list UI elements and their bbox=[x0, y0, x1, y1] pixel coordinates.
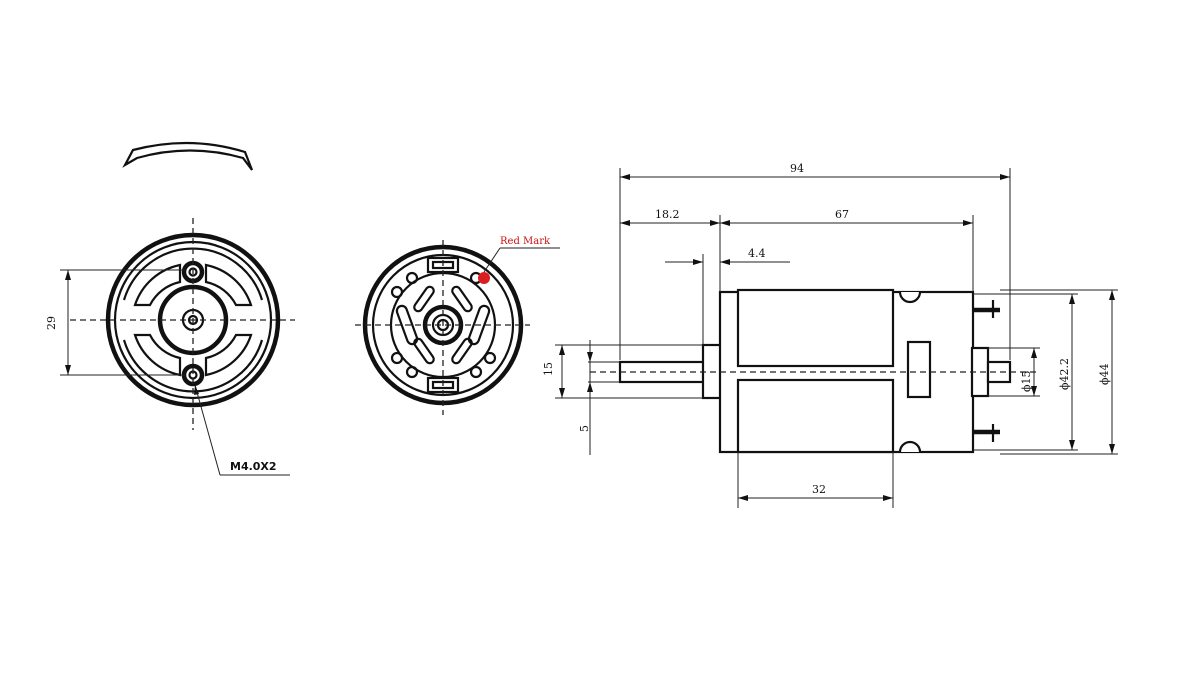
dim-67-arrow-l bbox=[720, 220, 730, 226]
side-flange-bottom bbox=[736, 378, 895, 454]
dim-phi42-arrow-t bbox=[1069, 294, 1075, 304]
screw-thread-label: M4.0X2 bbox=[230, 460, 277, 473]
dim-15-arrow-b bbox=[559, 388, 565, 398]
side-notch-top bbox=[898, 291, 922, 304]
dim-29-label: 29 bbox=[45, 316, 58, 330]
front-slot-ul bbox=[133, 263, 182, 307]
spring-clip bbox=[122, 141, 254, 171]
dim-4-label: 4.4 bbox=[748, 247, 766, 260]
front-slot-lr bbox=[204, 333, 253, 377]
dim-29-arrow-bottom bbox=[65, 365, 71, 375]
red-mark-leader bbox=[483, 247, 501, 273]
dim-67-label: 67 bbox=[835, 208, 849, 221]
front-slot-ur bbox=[204, 263, 253, 307]
side-view: 94 18.2 67 4.4 32 15 bbox=[542, 162, 1118, 508]
rear-vent-1 bbox=[390, 285, 404, 299]
red-mark-label: Red Mark bbox=[500, 236, 551, 247]
dim-15-label: 15 bbox=[542, 362, 555, 376]
dim-32-arrow-l bbox=[738, 495, 748, 501]
dim-5-label: 5 bbox=[578, 425, 591, 432]
dim-phi44-arrow-t bbox=[1109, 290, 1115, 300]
dim-94-label: 94 bbox=[790, 162, 804, 175]
front-view: 29 M4.0X2 bbox=[45, 141, 295, 476]
dim-67-arrow-r bbox=[963, 220, 973, 226]
dim-94-arrow-l bbox=[620, 174, 630, 180]
screw-leader bbox=[194, 384, 221, 476]
dim-32-arrow-r bbox=[883, 495, 893, 501]
rear-slot-lr bbox=[451, 337, 473, 365]
rear-slot-ul bbox=[413, 285, 435, 313]
rear-vent-6 bbox=[469, 365, 483, 379]
dim-18-arrow-r bbox=[710, 220, 720, 226]
dim-phi15-arrow-t bbox=[1031, 348, 1037, 358]
rear-vent-2 bbox=[405, 271, 419, 285]
red-mark-dot bbox=[478, 272, 490, 284]
rear-view: Red Mark bbox=[355, 236, 560, 415]
dim-18-arrow-l bbox=[620, 220, 630, 226]
dim-phi15-arrow-b bbox=[1031, 386, 1037, 396]
dim-29-arrow-top bbox=[65, 270, 71, 280]
dim-4-arrow-r bbox=[720, 259, 730, 265]
dim-phi15-label: ϕ15 bbox=[1020, 371, 1033, 393]
rear-vent-5 bbox=[405, 365, 419, 379]
dim-4-arrow-l bbox=[693, 259, 703, 265]
dim-phi42-label: ϕ42.2 bbox=[1058, 358, 1071, 390]
rear-slot-ll bbox=[413, 337, 435, 365]
side-nameplate bbox=[906, 340, 932, 399]
side-notch-bottom bbox=[898, 440, 922, 453]
dim-phi44-arrow-b bbox=[1109, 444, 1115, 454]
dim-phi44-label: ϕ44 bbox=[1098, 364, 1111, 386]
dim-15-arrow-t bbox=[559, 345, 565, 355]
side-flange-top bbox=[736, 288, 895, 368]
dim-5-arrow-t bbox=[587, 352, 593, 362]
dim-phi42-arrow-b bbox=[1069, 440, 1075, 450]
dim-18-label: 18.2 bbox=[655, 208, 680, 221]
screw-leader-arrow bbox=[194, 385, 199, 395]
front-can-outer bbox=[105, 232, 281, 408]
dim-94-arrow-r bbox=[1000, 174, 1010, 180]
rear-slot-ur bbox=[451, 285, 473, 313]
dim-32-label: 32 bbox=[812, 483, 826, 496]
dim-5-arrow-b bbox=[587, 382, 593, 392]
rear-vent-7 bbox=[483, 351, 497, 365]
rear-vent-4 bbox=[390, 351, 404, 365]
